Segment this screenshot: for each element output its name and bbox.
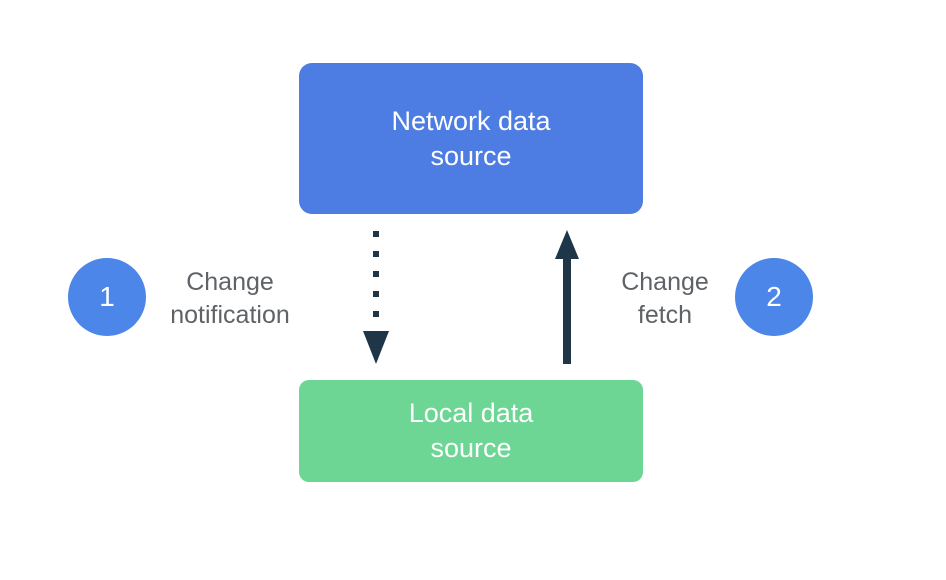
step-2-badge: 2 [735, 258, 813, 336]
step-2-number: 2 [766, 281, 782, 312]
change-notification-label: Change notification [170, 268, 290, 329]
change-fetch-solid-arrow-icon [555, 230, 579, 364]
local-data-source-label: Local data source [408, 398, 534, 463]
network-data-source-box: Network data source [299, 63, 643, 214]
change-notification-dotted-arrow-icon [363, 231, 389, 364]
step-1-badge: 1 [68, 258, 146, 336]
network-data-source-label: Network data source [391, 105, 551, 171]
step-1-number: 1 [99, 281, 115, 312]
local-data-source-box: Local data source [299, 380, 643, 482]
change-fetch-label: Change fetch [621, 268, 709, 329]
